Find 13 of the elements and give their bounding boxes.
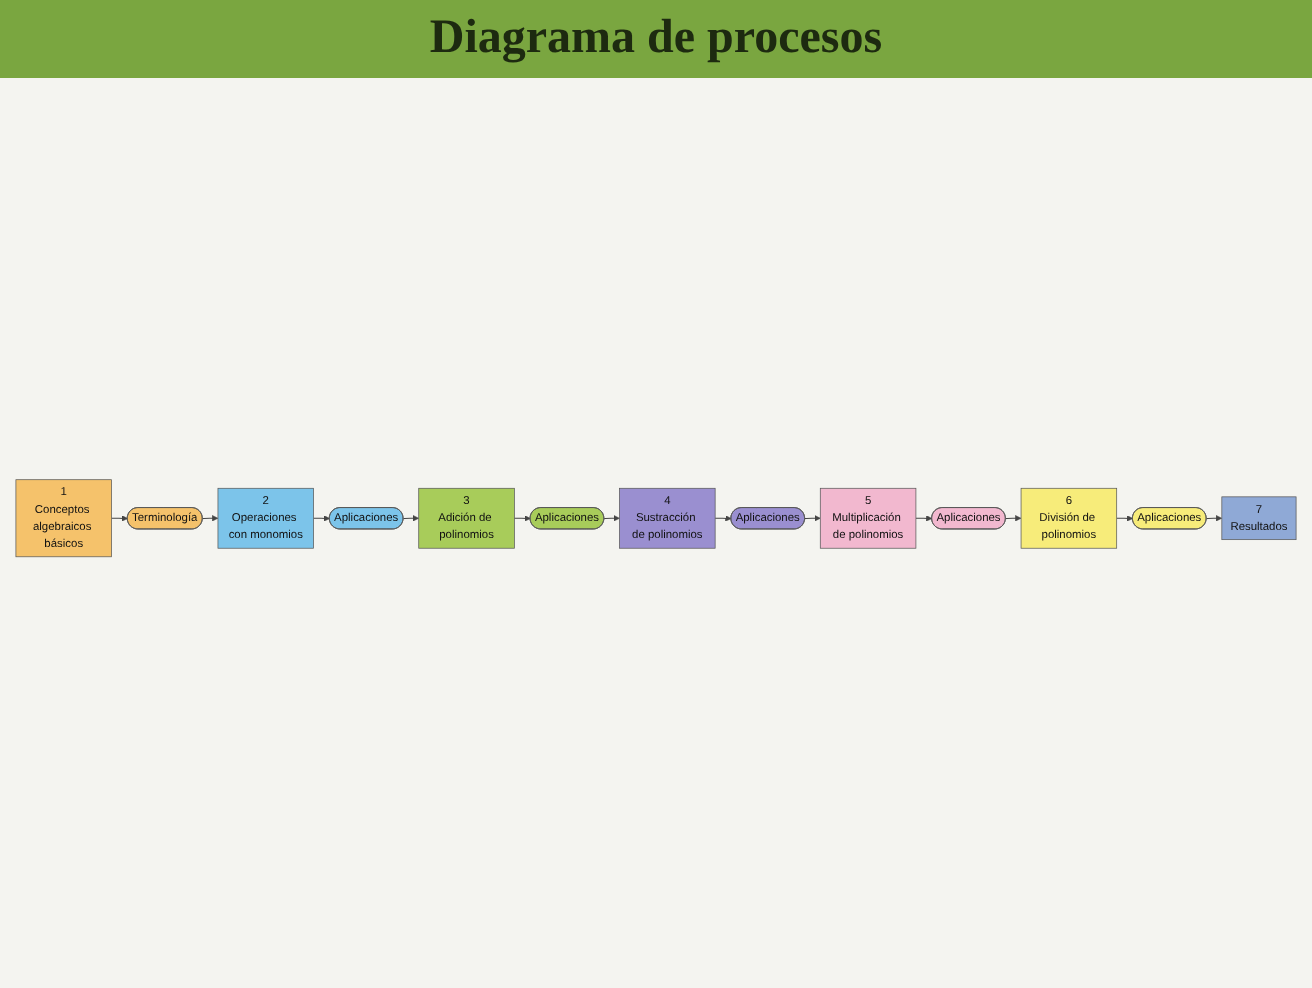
arrow xyxy=(1005,514,1022,522)
arrow xyxy=(513,514,531,522)
arrow xyxy=(313,514,330,522)
arrow xyxy=(402,514,419,522)
arrow xyxy=(714,514,732,522)
arrow xyxy=(915,514,933,522)
title-banner: Diagrama de procesos xyxy=(0,0,1312,78)
arrow xyxy=(111,514,128,522)
arrow xyxy=(1116,514,1134,522)
arrow xyxy=(1205,514,1223,522)
arrow xyxy=(804,514,821,522)
arrow xyxy=(202,514,219,522)
arrow xyxy=(603,514,620,522)
